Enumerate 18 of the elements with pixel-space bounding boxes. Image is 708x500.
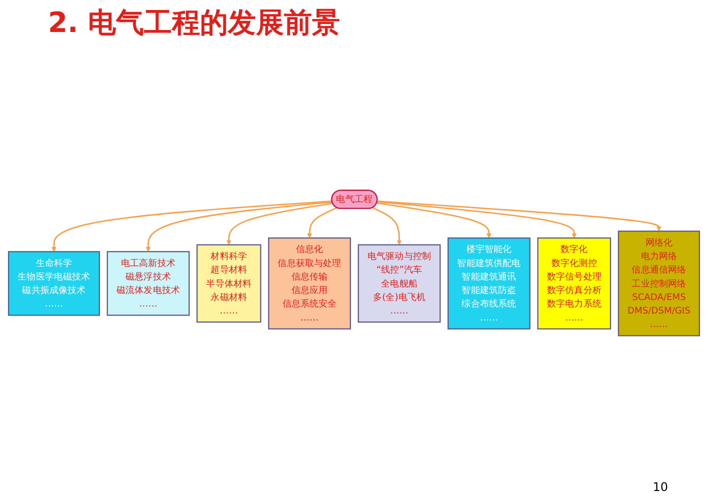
node-box: 材料科学 超导材料 半导体材料 永磁材料 ……: [196, 244, 262, 323]
arrow: [51, 200, 332, 252]
arrow: [377, 200, 662, 232]
node-box: 信息化 信息获取与处理 信息传输 信息应用 信息系统安全 ……: [268, 237, 351, 330]
page-number: 10: [652, 480, 668, 494]
arrow: [307, 207, 338, 238]
node-box: 电工高新技术 磁悬浮技术 磁流体发电技术 ……: [106, 251, 190, 316]
arrow: [372, 207, 402, 246]
node-box: 电气驱动与控制 “线控”汽车 全电舰船 多(全)电飞机 ……: [358, 244, 441, 323]
slide-title: 2. 电气工程的发展前景: [48, 5, 340, 41]
arrow: [226, 202, 333, 246]
node-box: 数字化 数字化测控 数字信号处理 数字仿真分析 数字电力系统 ……: [537, 237, 612, 330]
arrow: [376, 202, 492, 238]
arrow: [146, 201, 332, 252]
node-box: 生命科学 生物医学电磁技术 磁共振成像技术 ……: [8, 251, 100, 316]
node-box: 网络化 电力网络 信息通信网络 工业控制网络 SCADA/EMS DMS/DSM/GIS ……: [618, 230, 700, 336]
arrow: [377, 201, 577, 238]
node-box: 楼宇智能化 智能建筑供配电 智能建筑通讯 智能建筑防盗 综合布线系统 ……: [448, 237, 530, 330]
